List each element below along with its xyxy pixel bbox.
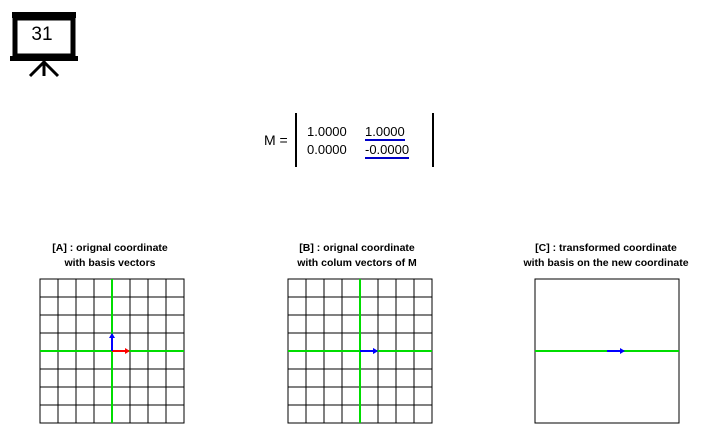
panel-c-coordinate-plot bbox=[534, 278, 680, 424]
matrix-cell-r2c1: 0.0000 bbox=[307, 142, 347, 157]
panel-c-title: [C] : transformed coordinate with basis … bbox=[486, 241, 719, 271]
matrix-cell-r1c1: 1.0000 bbox=[307, 124, 347, 139]
vector-e2-arrowhead bbox=[109, 333, 115, 338]
panel-b-title-line1: [B] : orignal coordinate bbox=[299, 242, 415, 254]
panel-a-title: [A] : orignal coordinate with basis vect… bbox=[0, 241, 230, 271]
presentation-screen-icon bbox=[10, 12, 78, 78]
vector-t1-arrowhead bbox=[620, 348, 625, 354]
panel-a-title-line2: with basis vectors bbox=[64, 257, 156, 269]
matrix-cell-r1c2: 1.0000 bbox=[365, 124, 405, 141]
panel-a-coordinate-plot bbox=[39, 278, 185, 424]
slide-number: 31 bbox=[31, 24, 53, 45]
matrix-cell-r2c2: -0.0000 bbox=[365, 142, 410, 159]
matrix-bracket-right bbox=[432, 113, 434, 167]
panel-b-coordinate-plot bbox=[287, 278, 433, 424]
vector-m2-arrowhead bbox=[373, 348, 378, 354]
panel-a-title-line1: [A] : orignal coordinate bbox=[52, 242, 168, 254]
panel-c-title-line1: [C] : transformed coordinate bbox=[535, 242, 677, 254]
matrix-label: M = bbox=[264, 132, 288, 148]
vector-e1-arrowhead bbox=[125, 348, 130, 354]
matrix-bracket-left bbox=[295, 113, 297, 167]
panel-c-title-line2: with basis on the new coordinate bbox=[523, 257, 689, 269]
panel-b-title-line2: with colum vectors of M bbox=[297, 257, 417, 269]
panel-b-title: [B] : orignal coordinate with colum vect… bbox=[237, 241, 477, 271]
